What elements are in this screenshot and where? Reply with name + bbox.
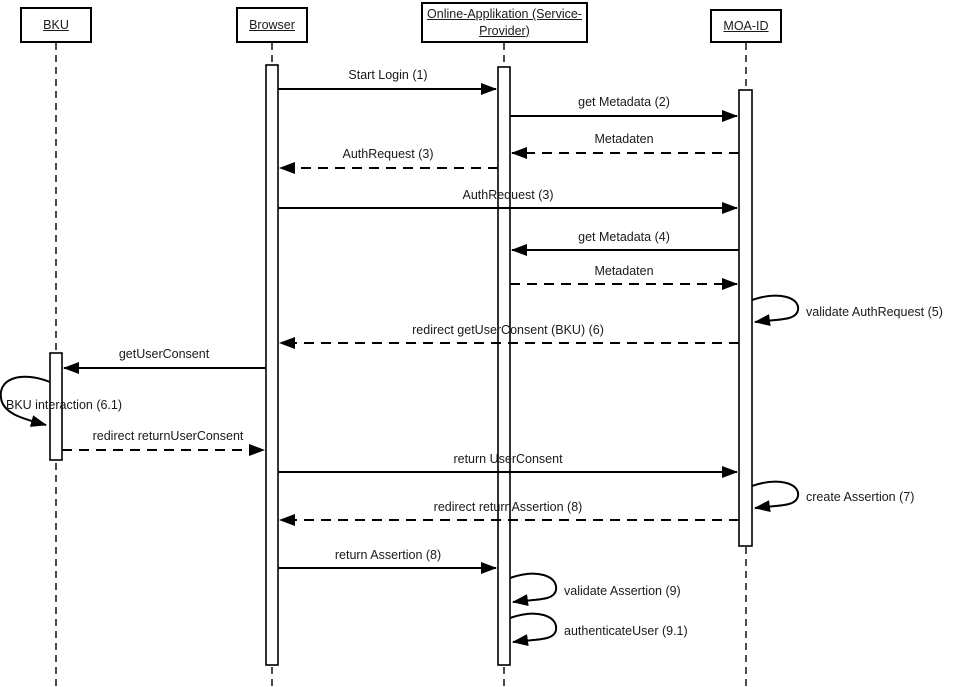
self-loop-create-assertion [751, 480, 800, 513]
message-label-authrequest-browser: AuthRequest (3) [342, 147, 434, 161]
message-label-authenticateuser: authenticateUser (9.1) [564, 623, 688, 638]
actor-box-online-applikation: Online-Applikation (Service- Provider) [421, 2, 588, 43]
message-label-getuserconsent: getUserConsent [118, 347, 210, 361]
message-label-authrequest-moaid: AuthRequest (3) [462, 188, 554, 202]
message-label-metadaten-2: Metadaten [594, 264, 654, 278]
message-label-validate-assertion: validate Assertion (9) [564, 583, 681, 598]
message-label-redirect-returnassertion: redirect returnAssertion (8) [433, 500, 583, 514]
actor-label-online-applikation-line1: Online-Applikation (Service- [427, 7, 582, 22]
actor-box-browser: Browser [236, 7, 308, 43]
actor-label-moa-id: MOA-ID [723, 18, 769, 33]
message-label-redirect-getuserconsent: redirect getUserConsent (BKU) (6) [412, 323, 604, 337]
message-label-return-userconsent: return UserConsent [453, 452, 563, 466]
message-label-bku-interaction: BKU interaction (6.1) [6, 397, 123, 412]
activation-bar-browser [265, 64, 279, 666]
self-loop-authenticateuser [509, 612, 558, 647]
actor-label-online-applikation-line2: Provider) [479, 23, 530, 38]
message-label-start-login: Start Login (1) [348, 68, 428, 82]
self-loop-validate-authrequest [751, 294, 800, 327]
activation-bar-moa-id [738, 89, 753, 547]
actor-box-moa-id: MOA-ID [710, 9, 782, 43]
actor-label-browser: Browser [249, 17, 295, 32]
message-label-return-assertion: return Assertion (8) [334, 548, 442, 562]
message-label-get-metadata-2: get Metadata (2) [578, 95, 670, 109]
message-label-validate-authrequest: validate AuthRequest (5) [806, 304, 943, 319]
actor-box-bku: BKU [20, 7, 92, 43]
activation-bar-online-applikation [497, 66, 511, 666]
message-label-create-assertion: create Assertion (7) [806, 489, 915, 504]
message-label-metadaten-1: Metadaten [594, 132, 654, 146]
self-loop-validate-assertion [509, 572, 558, 607]
actor-label-bku: BKU [43, 17, 69, 32]
activation-bar-bku [49, 352, 63, 461]
message-label-get-metadata-4: get Metadata (4) [578, 230, 670, 244]
message-label-redirect-returnuserconsent: redirect returnUserConsent [92, 429, 244, 443]
self-loop-bku-interaction [0, 375, 51, 427]
